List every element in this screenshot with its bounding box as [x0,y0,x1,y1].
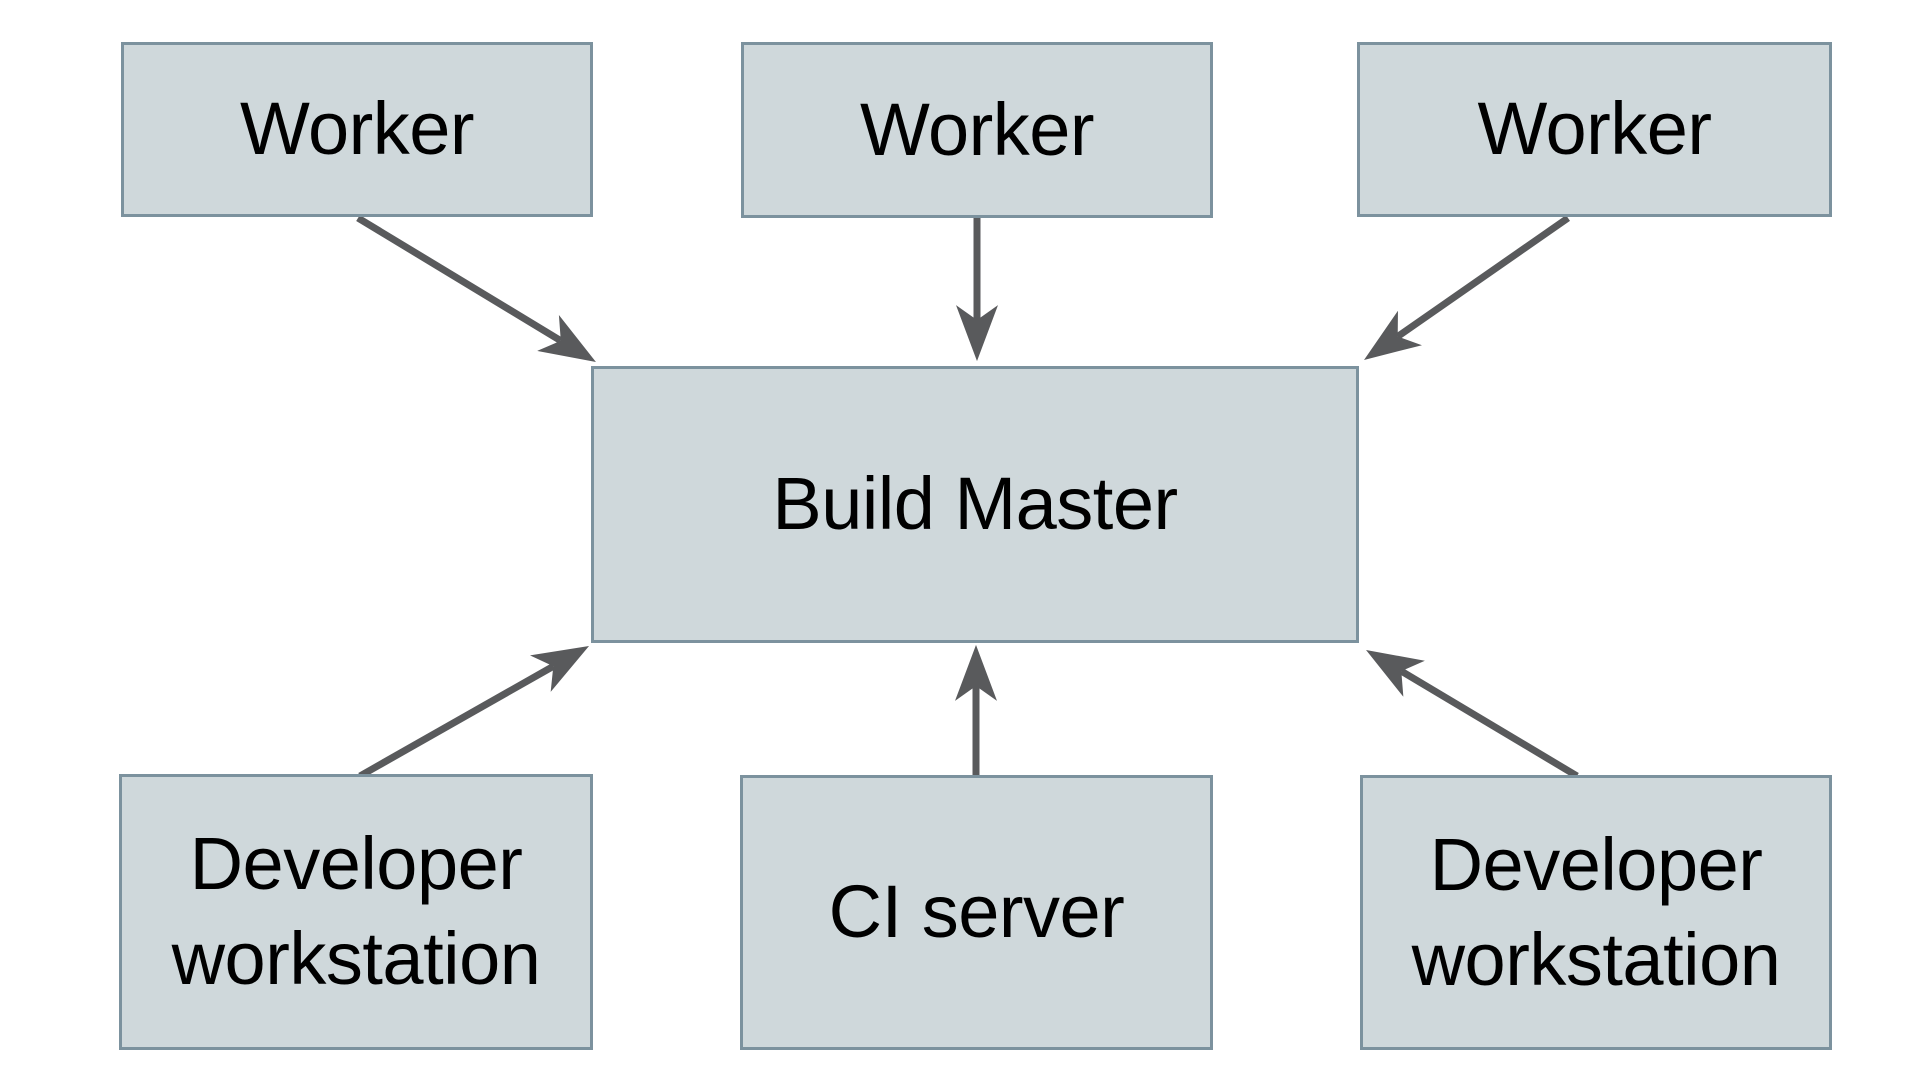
node-worker-1: Worker [121,42,593,217]
node-worker-2-label: Worker [859,87,1095,171]
node-worker-1-label: Worker [239,87,475,171]
node-build-master-label: Build Master [772,462,1178,546]
node-worker-3: Worker [1357,42,1832,217]
node-developer-workstation-2-label: Developer workstation [1411,822,1781,1001]
node-build-master: Build Master [591,366,1359,643]
node-ci-server-label: CI server [828,870,1125,954]
arrow-worker3-to-build-master [1363,215,1570,360]
arrow-dev1-to-build-master [358,646,590,780]
arrow-dev2-to-build-master [1366,650,1579,780]
node-developer-workstation-1: Developer workstation [119,774,593,1050]
node-developer-workstation-2: Developer workstation [1360,775,1832,1050]
node-developer-workstation-1-label: Developer workstation [171,822,541,1000]
node-ci-server: CI server [740,775,1213,1050]
node-worker-2: Worker [741,42,1213,218]
arrow-worker1-to-build-master [356,215,596,362]
node-worker-3-label: Worker [1477,87,1712,171]
